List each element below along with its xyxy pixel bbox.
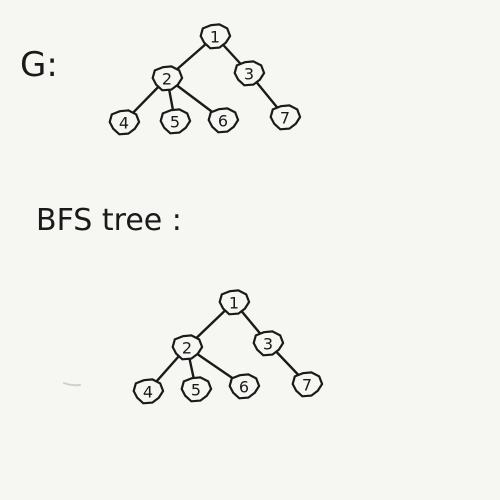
- graph-node-4-label: 4: [119, 114, 129, 133]
- graph-node-2: 2: [151, 65, 184, 92]
- graph-node-6: 6: [207, 107, 240, 134]
- paper-smudge: [63, 382, 81, 387]
- bfs-tree-node-7: 7: [291, 371, 324, 398]
- graph-nodes: 1 2 3 4 5 6 7: [108, 23, 302, 136]
- graph-node-1-label: 1: [210, 28, 220, 47]
- bfs-tree-heading-text: BFS tree :: [36, 203, 182, 238]
- graph-node-3-shape: [233, 60, 266, 87]
- bfs-tree-node-6: 6: [228, 373, 261, 400]
- graph-node-5: 5: [159, 108, 192, 135]
- bfs-tree-node-2-label: 2: [182, 339, 192, 358]
- bfs-tree-node-3-shape: [252, 330, 285, 357]
- bfs-tree-node-5: 5: [180, 376, 213, 403]
- graph-node-2-shape: [151, 65, 184, 92]
- bfs-tree-node-6-shape: [228, 373, 261, 400]
- bfs-tree-node-2-shape: [171, 334, 204, 361]
- bfs-tree: 1 2 3 4 5 6 7: [132, 289, 324, 405]
- bfs-tree-node-4: 4: [132, 378, 165, 405]
- graph-node-5-shape: [159, 108, 192, 135]
- graph-node-4: 4: [108, 109, 141, 136]
- bfs-tree-heading: BFS tree :: [36, 203, 182, 238]
- graph-node-1: 1: [199, 23, 232, 50]
- graph-node-6-shape: [207, 107, 240, 134]
- graph-node-5-label: 5: [170, 113, 180, 132]
- graph-node-6-label: 6: [218, 112, 228, 131]
- bfs-tree-node-5-shape: [180, 376, 213, 403]
- graph-heading: G:: [20, 45, 58, 85]
- bfs-tree-node-1: 1: [218, 289, 251, 316]
- bfs-tree-node-1-label: 1: [229, 294, 239, 313]
- bfs-tree-node-5-label: 5: [191, 381, 201, 400]
- bfs-tree-node-3: 3: [252, 330, 285, 357]
- bfs-tree-node-3-label: 3: [263, 335, 273, 354]
- bfs-tree-node-4-label: 4: [143, 383, 153, 402]
- graph-node-7-shape: [269, 104, 302, 131]
- graph-node-4-shape: [108, 109, 141, 136]
- graph-node-2-label: 2: [162, 70, 172, 89]
- graph-node-1-shape: [199, 23, 232, 50]
- bfs-tree-nodes: 1 2 3 4 5 6 7: [132, 289, 324, 405]
- graph-node-3: 3: [233, 60, 266, 87]
- graph-g: 1 2 3 4 5 6 7: [108, 23, 302, 136]
- bfs-tree-node-2: 2: [171, 334, 204, 361]
- bfs-tree-node-6-label: 6: [239, 378, 249, 397]
- bfs-tree-node-1-shape: [218, 289, 251, 316]
- graph-node-7-label: 7: [280, 109, 290, 128]
- bfs-tree-node-7-shape: [291, 371, 324, 398]
- graph-heading-text: G:: [20, 45, 58, 85]
- graph-node-7: 7: [269, 104, 302, 131]
- graph-node-3-label: 3: [244, 65, 254, 84]
- bfs-tree-node-4-shape: [132, 378, 165, 405]
- bfs-tree-node-7-label: 7: [302, 376, 312, 395]
